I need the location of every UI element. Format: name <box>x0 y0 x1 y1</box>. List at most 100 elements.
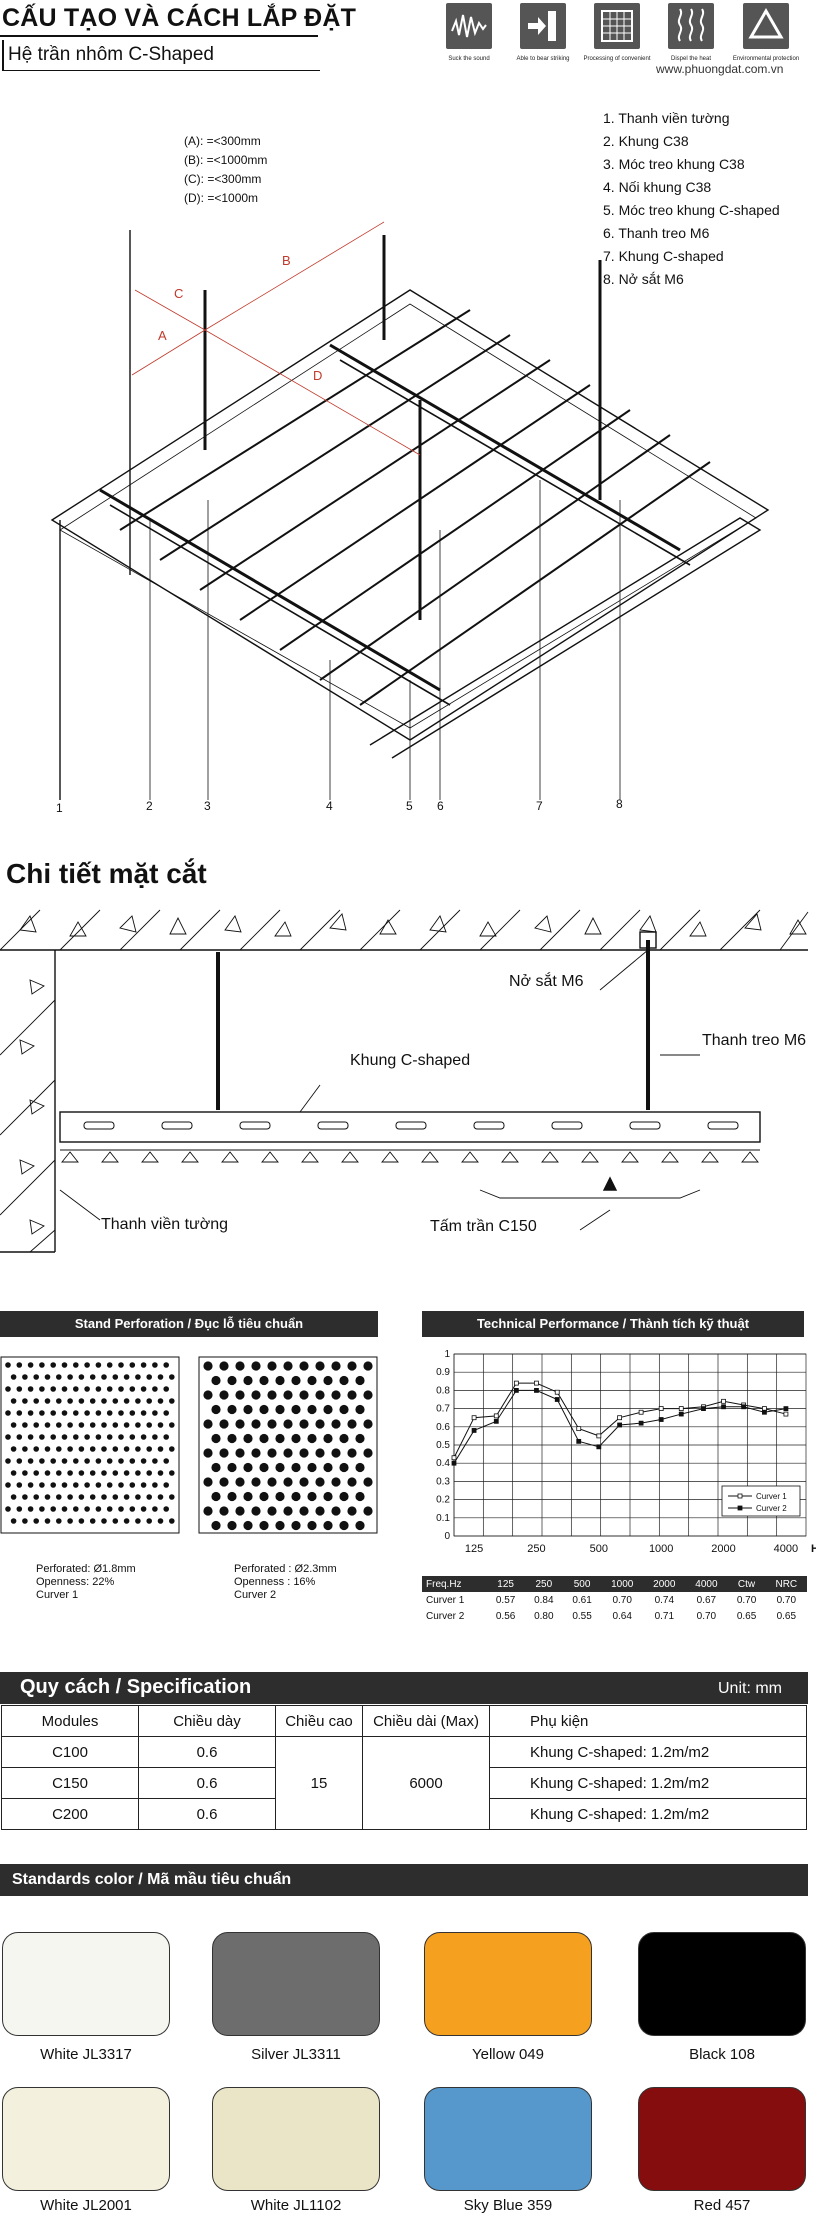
perforation-hole <box>163 1458 169 1464</box>
section-drawing <box>0 909 809 1253</box>
y-tick-label: 0.8 <box>436 1385 450 1396</box>
perforation-hole <box>5 1434 11 1440</box>
table-header-cell: Ctw <box>727 1576 766 1592</box>
callout-number: 1 <box>56 801 63 815</box>
table-cell: 0.67 <box>696 1594 717 1606</box>
perforation-hole <box>73 1482 79 1488</box>
perforation-hole <box>243 1433 253 1444</box>
table-cell: 0.70 <box>612 1594 632 1606</box>
perforation-hole <box>169 1470 175 1476</box>
perforation-hole <box>307 1520 317 1531</box>
perforation-hole <box>227 1520 237 1531</box>
perforation-hole <box>163 1362 169 1368</box>
perforation-hole <box>152 1482 158 1488</box>
heat-waves-icon <box>668 3 714 49</box>
perforation-hole <box>267 1419 277 1429</box>
caption-line: Curver 2 <box>234 1589 277 1601</box>
perforation-hole <box>355 1520 365 1531</box>
color-swatch <box>638 2087 806 2191</box>
perforation-hole <box>347 1506 357 1516</box>
page-subtitle: Hệ trần nhôm C-Shaped <box>8 44 214 65</box>
dimension-item: (D): =<1000m <box>184 191 259 205</box>
perforation-hole <box>135 1518 141 1524</box>
series-point <box>493 1418 499 1424</box>
table-header-cell: 125 <box>486 1576 525 1592</box>
table-header-row: Freq.Hz 125 250 500 1000 2000 4000 Ctw N… <box>422 1576 807 1592</box>
perforation-hole <box>44 1398 51 1404</box>
table-cell: 0.65 <box>776 1610 797 1622</box>
perforation-hole <box>106 1458 113 1464</box>
callout-number: 2 <box>146 799 153 813</box>
perforation-hole <box>129 1506 136 1512</box>
series-point <box>721 1404 726 1410</box>
perforation-hole <box>146 1446 152 1452</box>
perforation-hole <box>22 1518 28 1524</box>
perforation-hole <box>16 1362 23 1368</box>
part-item: 3. Móc treo khung C38 <box>603 156 745 172</box>
perforation-hole <box>323 1375 333 1386</box>
perforation-hole <box>44 1494 51 1500</box>
perforation-hole <box>56 1470 62 1476</box>
dim-letter: C <box>174 286 183 301</box>
series-point <box>534 1380 539 1386</box>
color-label: White JL2001 <box>40 2197 132 2214</box>
perforation-hole <box>129 1386 136 1392</box>
perforation-hole <box>39 1458 45 1464</box>
perforation-hole <box>112 1494 119 1500</box>
strike-arrow-icon <box>520 3 566 49</box>
callout-number: 4 <box>326 799 333 813</box>
perforation-hole <box>112 1470 119 1476</box>
perforation-hole <box>22 1422 28 1428</box>
feature-label: Suck the sound <box>448 56 490 62</box>
legend-label: Curver 1 <box>756 1492 787 1501</box>
perforation-hole <box>39 1434 45 1440</box>
caption-line: Openness: 22% <box>36 1576 115 1588</box>
perforation-hole <box>135 1446 141 1452</box>
perforation-hole <box>50 1362 56 1368</box>
perforation-hole <box>283 1477 293 1487</box>
color-label: White JL3317 <box>40 2046 132 2063</box>
label-frame: Khung C-shaped <box>350 1052 471 1069</box>
perforation-hole <box>331 1448 341 1458</box>
color-label: White JL1102 <box>250 2197 342 2214</box>
feature-label: Environmental protection <box>732 56 800 62</box>
perforation-hole <box>50 1482 56 1488</box>
table-cell: Khung C-shaped: 1.2m/m2 <box>489 1736 807 1768</box>
perforation-hole <box>363 1477 373 1487</box>
perforation-hole <box>152 1506 158 1512</box>
perforation-hole <box>203 1361 213 1371</box>
perforation-hole <box>146 1374 152 1380</box>
table-cell: Khung C-shaped: 1.2m/m2 <box>489 1767 807 1799</box>
perforation-hole <box>89 1446 96 1452</box>
perforation-hole <box>331 1419 341 1429</box>
table-cell: 0.6 <box>138 1736 276 1768</box>
perforation-hole <box>315 1390 325 1400</box>
perforation-hole <box>44 1374 51 1380</box>
perforation-hole <box>251 1390 261 1400</box>
table-cell: C150 <box>1 1767 139 1799</box>
sound-wave-icon <box>446 3 492 49</box>
perforation-hole <box>259 1433 269 1444</box>
perforation-hole <box>152 1386 158 1392</box>
y-tick-label: 1 <box>444 1349 450 1360</box>
perforation-hole <box>275 1520 285 1531</box>
perforation-hole <box>10 1398 17 1404</box>
perforation-hole <box>299 1419 309 1429</box>
table-cell: 6000 <box>362 1736 490 1830</box>
perforation-hole <box>27 1506 34 1512</box>
perforation-hole <box>275 1462 285 1473</box>
perforation-hole <box>78 1470 85 1476</box>
series-point <box>513 1388 519 1393</box>
series-point <box>534 1388 539 1393</box>
table-header-cell: Freq.Hz <box>422 1576 487 1592</box>
perforation-hole <box>112 1446 119 1452</box>
perforation-hole <box>347 1477 357 1487</box>
y-tick-label: 0 <box>444 1531 450 1542</box>
perforation-hole <box>235 1448 245 1458</box>
table-cell: 0.55 <box>572 1610 592 1622</box>
y-tick-label: 0.7 <box>436 1404 450 1415</box>
perforation-hole <box>73 1386 79 1392</box>
perforation-hole <box>235 1419 245 1429</box>
perforation-hole <box>315 1448 325 1458</box>
